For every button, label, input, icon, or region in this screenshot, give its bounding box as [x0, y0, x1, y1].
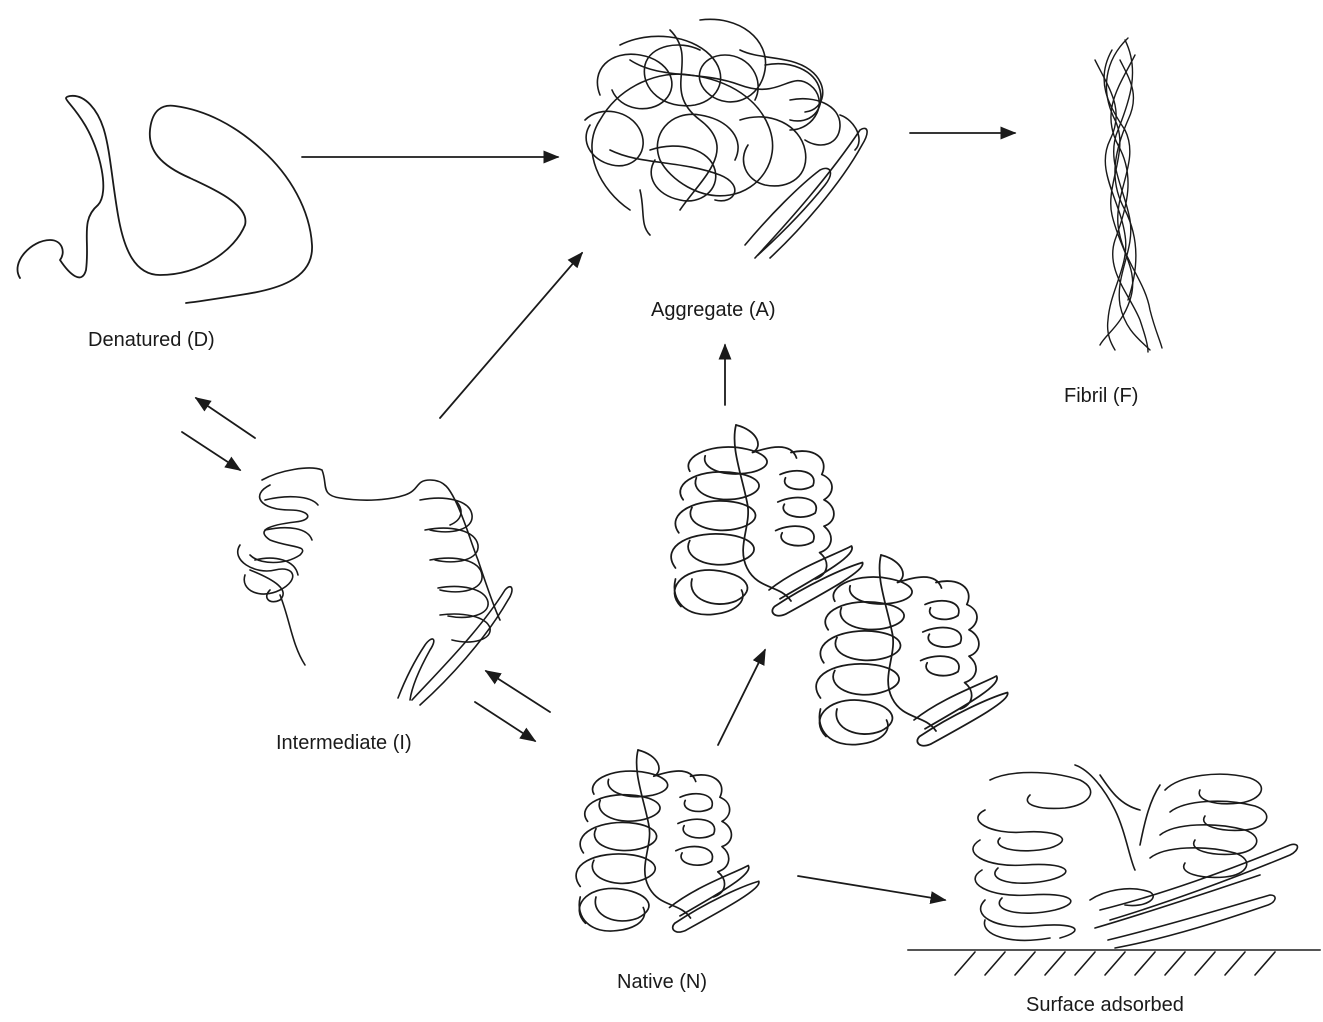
- arrow-intermediate-to-aggregate: [440, 253, 582, 418]
- arrow-native-to-surface: [798, 876, 945, 900]
- native-shape: [576, 750, 759, 932]
- arrow-native-to-dimer: [718, 650, 765, 745]
- arrow-intermediate-to-denatured: [196, 398, 255, 438]
- label-intermediate: Intermediate (I): [276, 733, 412, 753]
- fibril-strands: [1095, 38, 1162, 352]
- label-denatured: Denatured (D): [88, 330, 215, 350]
- surface-adsorbed-shape: [973, 765, 1298, 948]
- native-dimer: [671, 425, 1008, 746]
- label-fibril: Fibril (F): [1064, 386, 1138, 406]
- aggregate-tangle: [585, 19, 867, 258]
- intermediate-shape: [238, 468, 512, 705]
- arrow-denatured-to-intermediate: [182, 432, 240, 470]
- label-aggregate: Aggregate (A): [651, 300, 776, 320]
- surface-hatching: [908, 950, 1320, 975]
- arrow-intermediate-to-native: [475, 702, 535, 741]
- denatured-chain: [17, 96, 312, 303]
- label-surface-adsorbed: Surface adsorbed: [1026, 995, 1184, 1015]
- arrow-native-to-intermediate: [486, 671, 550, 712]
- label-native: Native (N): [617, 972, 707, 992]
